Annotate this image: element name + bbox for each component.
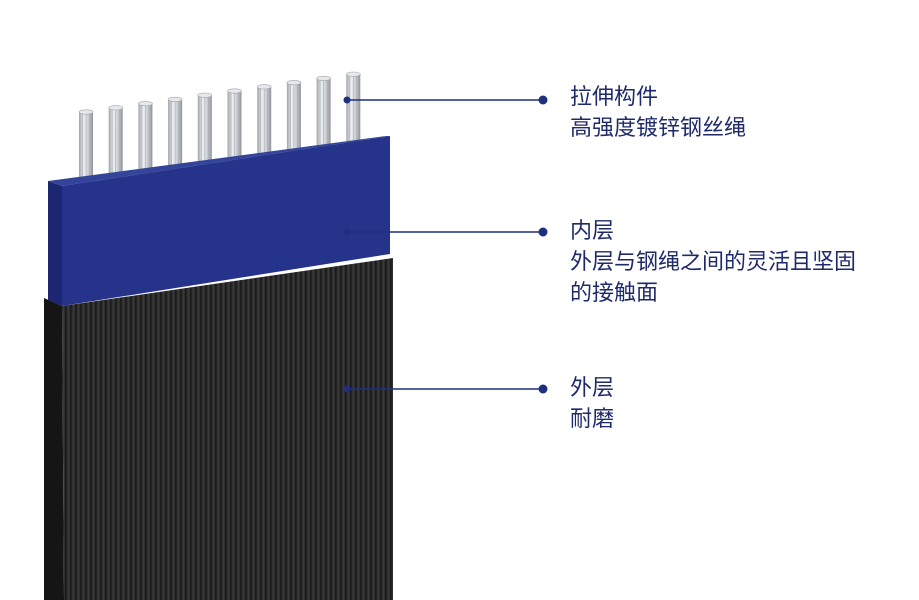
tension-member-wires (78, 71, 361, 190)
steel-wire-end (138, 101, 153, 107)
callout-desc-inner-layer-line2: 的接触面 (570, 281, 659, 306)
steel-wire-end (227, 88, 242, 94)
outer-layer (44, 258, 393, 600)
callout-dot-outer-layer (343, 385, 351, 393)
steel-wire-end (78, 109, 94, 115)
outer-layer-front (62, 258, 393, 600)
steel-wire-end (316, 75, 331, 81)
callout-label-outer-layer: 外层 耐磨 (570, 373, 614, 435)
steel-wire-end (345, 71, 361, 77)
inner-layer-front (62, 136, 390, 306)
callout-dot-inner-layer-end (538, 227, 548, 237)
inner-layer-side (48, 181, 62, 306)
steel-wire-end (256, 84, 272, 90)
callout-title-outer-layer: 外层 (570, 376, 615, 401)
callout-dot-tension-member-end (538, 95, 548, 105)
steel-wire-end (286, 80, 302, 86)
steel-wire-end (108, 105, 123, 111)
outer-layer-side (44, 298, 64, 600)
callout-title-tension-member: 拉伸构件 (570, 85, 659, 110)
callout-desc-inner-layer-line1: 外层与钢绳之间的灵活且坚固 (570, 250, 857, 275)
callout-dot-inner-layer (343, 228, 351, 236)
callout-dot-tension-member (343, 96, 351, 104)
callout-dot-outer-layer-end (538, 384, 548, 394)
inner-layer-top (48, 136, 390, 186)
inner-layer (48, 136, 390, 306)
steel-wire-end (167, 96, 183, 102)
callout-desc-tension-member: 高强度镀锌钢丝绳 (570, 116, 747, 141)
callout-title-inner-layer: 内层 (570, 219, 615, 244)
steel-wire-end (197, 92, 213, 98)
callout-label-inner-layer: 内层 外层与钢绳之间的灵活且坚固 的接触面 (570, 216, 856, 309)
callout-label-tension-member: 拉伸构件 高强度镀锌钢丝绳 (570, 82, 746, 144)
callout-desc-outer-layer: 耐磨 (570, 407, 615, 432)
callout-lines (343, 95, 548, 394)
